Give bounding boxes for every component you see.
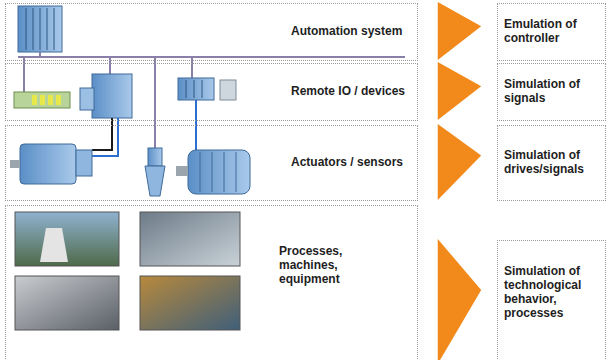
box-label: Simulation of signals [504, 77, 601, 105]
chevron-shape [438, 62, 481, 120]
box-label: Simulation of technological behavior, pr… [504, 264, 601, 320]
box-label: Automation system [291, 24, 411, 38]
dotted-box: Actuators / sensors [5, 125, 418, 201]
dotted-box: Simulation of technological behavior, pr… [497, 240, 606, 360]
dotted-box: Emulation of controller [497, 3, 606, 61]
dotted-box: Processes, machines, equipment [5, 205, 418, 360]
chevron-arrow [418, 239, 497, 360]
chevron-arrow [418, 62, 497, 120]
dotted-box: Simulation of drives/signals [497, 125, 606, 201]
chevron-shape [438, 124, 481, 200]
chevron-arrow [418, 2, 497, 60]
box-label: Processes, machines, equipment [279, 244, 359, 286]
box-label: Simulation of drives/signals [504, 148, 601, 176]
chevron-shape [438, 239, 481, 360]
chevron-arrow [418, 124, 497, 200]
dotted-box: Automation system [5, 3, 418, 61]
box-label: Actuators / sensors [291, 155, 417, 169]
box-label: Remote IO / devices [291, 84, 417, 98]
box-label: Emulation of controller [504, 17, 601, 45]
chevron-shape [438, 2, 481, 60]
dotted-box: Simulation of signals [497, 63, 606, 121]
dotted-box: Remote IO / devices [5, 63, 418, 121]
